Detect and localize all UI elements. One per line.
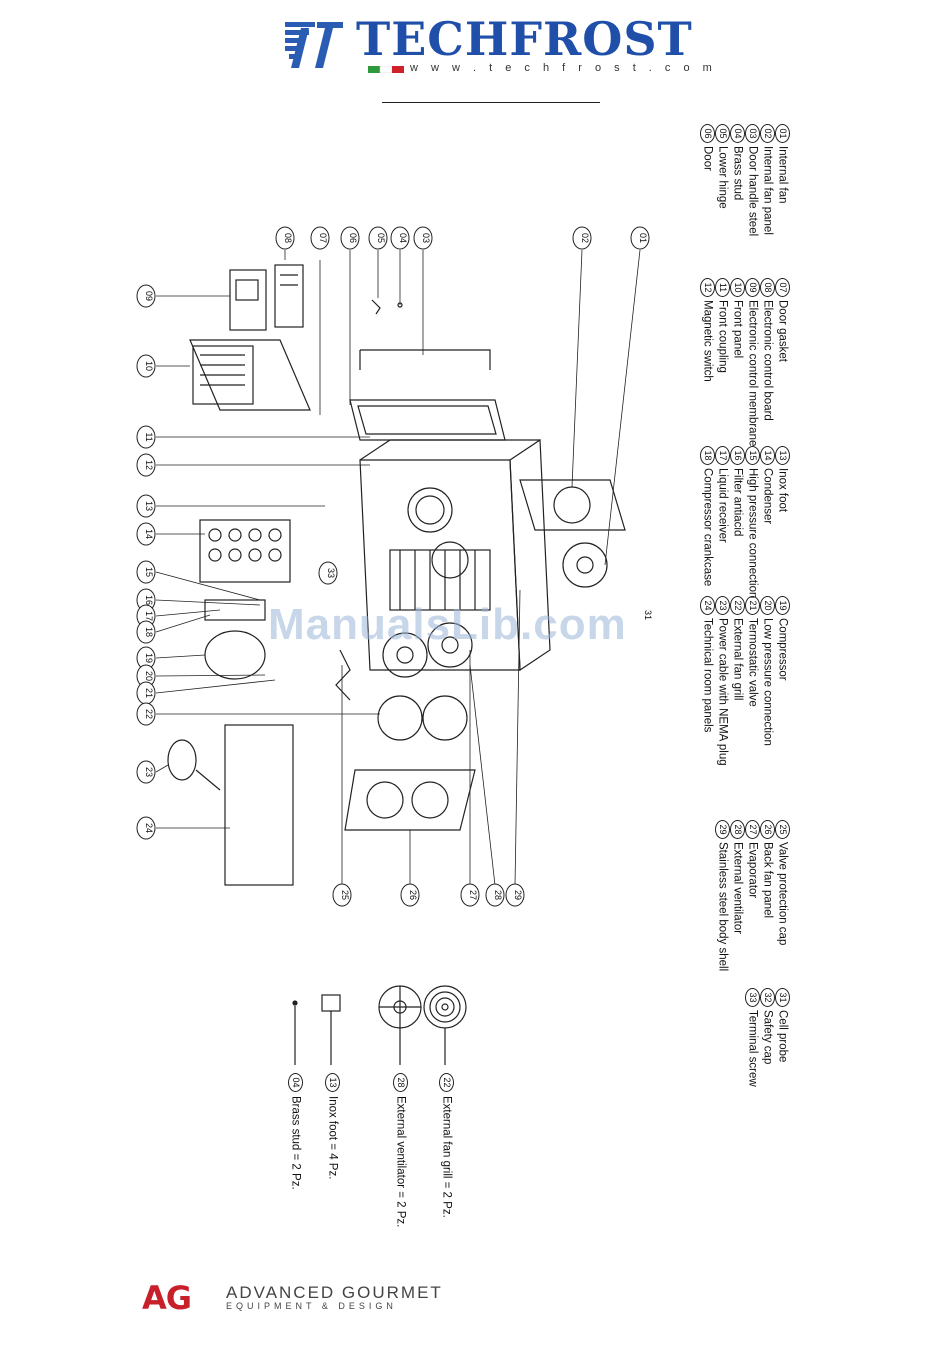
callout-08: 08 [283, 233, 293, 243]
italian-flag-icon [368, 66, 404, 73]
legend-item: 07Door gasket [775, 278, 790, 446]
callout-27: 27 [468, 890, 478, 900]
callout-16: 16 [144, 595, 154, 605]
callout-02: 02 [580, 233, 590, 243]
callout-20: 20 [144, 671, 154, 681]
brand-name: TECHFROST [356, 12, 693, 66]
callout-07: 07 [318, 233, 328, 243]
callout-04: 04 [398, 233, 408, 243]
legend-col-2: 07Door gasket 08Electronic control board… [699, 278, 790, 446]
callout-25: 25 [340, 890, 350, 900]
company-tagline: EQUIPMENT & DESIGN [226, 1301, 397, 1311]
legend-item: 03Door handle steel [744, 124, 760, 236]
callout-11: 11 [144, 432, 154, 441]
legend-item: 02Internal fan panel [759, 124, 775, 236]
legend-col-4: 19Compressor 20Low pressure connection 2… [699, 596, 790, 766]
legend-item: 29Stainless steel body shell [714, 820, 730, 971]
callout-33: 33 [326, 568, 336, 578]
legend-item: 33Terminal screw [744, 988, 760, 1087]
inox-foot-icon [321, 994, 341, 1012]
legend-item: 11Front coupling [714, 278, 730, 446]
legend-item: 24Technical room panels [699, 596, 715, 766]
legend-item: 13Inox foot [775, 446, 790, 598]
callout-14: 14 [144, 529, 154, 539]
legend-item: 21Termostatic valve [744, 596, 760, 766]
legend-item: 22External fan grill [729, 596, 745, 766]
brand-url: w w w . t e c h f r o s t . c o m [410, 62, 717, 74]
callout-12: 12 [144, 460, 154, 470]
legend-item: 18Compressor crankcase [699, 446, 715, 598]
callout-06: 06 [348, 233, 358, 243]
callout-29: 29 [513, 890, 523, 900]
callout-01: 01 [638, 233, 648, 243]
legend-item: 23Power cable with NEMA plug [714, 596, 730, 766]
header-divider [382, 102, 600, 103]
legend-item: 19Compressor [775, 596, 790, 766]
callout-24: 24 [144, 823, 154, 833]
callout-05: 05 [376, 233, 386, 243]
legend-col-3: 13Inox foot 14Condenser 15High pressure … [699, 446, 790, 598]
legend-item: 01Internal fan [775, 124, 790, 236]
brass-stud-icon [292, 1000, 298, 1006]
legend-item: 32Safety cap [759, 988, 775, 1087]
callout-23: 23 [144, 767, 154, 777]
company-name: ADVANCED GOURMET [226, 1283, 443, 1302]
callout-19: 19 [144, 653, 154, 663]
legend-item: 04Brass stud [729, 124, 745, 236]
advanced-gourmet-logo: AG [142, 1279, 192, 1317]
spare-part-ventilator: 28External ventilator = 2 Pz. [393, 1073, 408, 1227]
legend-item: 28External ventilator [729, 820, 745, 971]
legend-item: 09Electronic control membrane [744, 278, 760, 446]
callout-03: 03 [421, 233, 431, 243]
legend-item: 16Filter antiacid [729, 446, 745, 598]
legend-item: 26Back fan panel [759, 820, 775, 971]
legend-col-1: 01Internal fan 02Internal fan panel 03Do… [699, 124, 790, 236]
legend-item: 15High pressure connection [744, 446, 760, 598]
legend-item: 14Condenser [759, 446, 775, 598]
legend-item: 20Low pressure connection [759, 596, 775, 766]
callout-13: 13 [144, 501, 154, 511]
callout-22: 22 [144, 709, 154, 719]
exploded-view-diagram: 09 10 11 12 13 14 15 16 17 18 19 20 21 2… [136, 226, 653, 907]
spare-part-fan-grill: 22External fan grill = 2 Pz. [439, 1073, 454, 1218]
callout-10: 10 [144, 361, 154, 371]
callout-09: 09 [144, 291, 154, 301]
callout-18: 18 [144, 627, 154, 637]
callout-31: 31 [643, 610, 653, 620]
legend-item: 12Magnetic switch [699, 278, 715, 446]
legend-item: 06Door [699, 124, 715, 236]
legend-item: 10Front panel [729, 278, 745, 446]
spare-part-brass-stud: 04Brass stud = 2 Pz. [288, 1073, 303, 1190]
callout-15: 15 [144, 567, 154, 577]
spare-parts-illustration [292, 985, 467, 1065]
spare-part-inox-foot: 13Inox foot = 4 Pz. [325, 1073, 340, 1179]
techfrost-logo-icon [283, 18, 345, 70]
legend-item: 27Evaporator [744, 820, 760, 971]
callout-26: 26 [408, 890, 418, 900]
legend-col-6: 31Cell probe 32Safety cap 33Terminal scr… [744, 988, 790, 1087]
legend-col-5: 25Valve protection cap 26Back fan panel … [714, 820, 790, 971]
callout-21: 21 [144, 688, 154, 698]
legend-item: 05Lower hinge [714, 124, 730, 236]
legend-item: 25Valve protection cap [775, 820, 790, 971]
callout-17: 17 [144, 611, 154, 621]
legend-item: 31Cell probe [775, 988, 790, 1087]
legend-item: 17Liquid receiver [714, 446, 730, 598]
watermark: ManualsLib.com [268, 600, 627, 649]
callout-28: 28 [493, 890, 503, 900]
legend-item: 08Electronic control board [759, 278, 775, 446]
